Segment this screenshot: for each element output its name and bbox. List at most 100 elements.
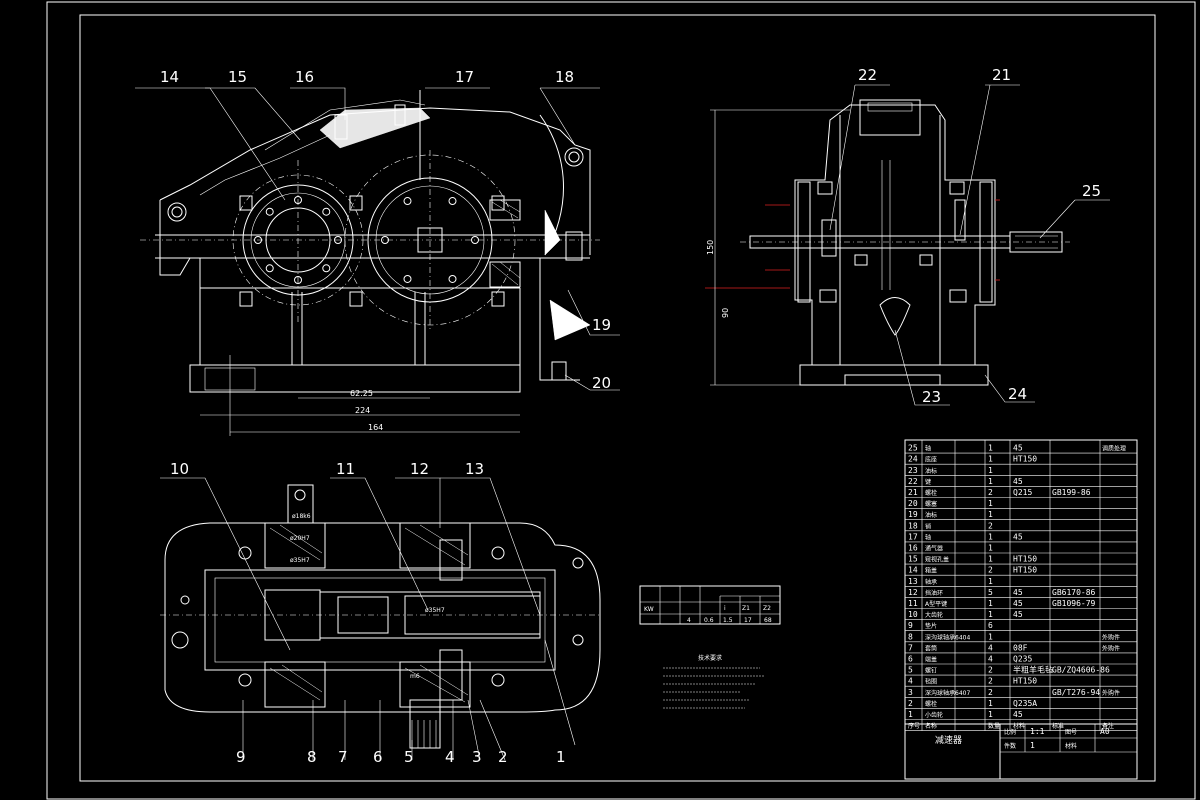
dim-62-25: 62.25 bbox=[350, 389, 373, 398]
part-17-no: 17 bbox=[908, 532, 918, 541]
part-11-name: A型平键 bbox=[925, 600, 947, 608]
callout-16: 16 bbox=[295, 68, 314, 86]
qty-value: 1 bbox=[1030, 741, 1035, 750]
drawing-no-label: 图号 bbox=[1065, 729, 1077, 736]
front-view: 62.25 224 164 14 15 16 17 18 19 20 bbox=[135, 68, 620, 436]
part-4-mat: HT150 bbox=[1013, 677, 1037, 686]
part-3-no: 3 bbox=[908, 688, 913, 697]
dim-224: 224 bbox=[355, 406, 370, 415]
callout-1: 1 bbox=[556, 748, 566, 766]
part-2-name: 螺栓 bbox=[925, 700, 937, 708]
part-3-std: GB/T276-94 bbox=[1052, 688, 1100, 697]
part-20-name: 螺塞 bbox=[925, 500, 937, 508]
callout-6: 6 bbox=[373, 748, 383, 766]
callout-21: 21 bbox=[992, 66, 1011, 84]
parts-header-no: 序号 bbox=[908, 722, 920, 730]
part-11-no: 11 bbox=[908, 599, 918, 608]
sheet-size: A0 bbox=[1100, 727, 1110, 736]
callout-11: 11 bbox=[336, 460, 355, 478]
callout-12: 12 bbox=[410, 460, 429, 478]
part-22-mat: 45 bbox=[1013, 477, 1023, 486]
callout-9: 9 bbox=[236, 748, 246, 766]
spec-v2: 0.6 bbox=[704, 617, 714, 624]
part-5-qty: 2 bbox=[988, 666, 993, 675]
part-2-no: 2 bbox=[908, 699, 913, 708]
part-14-mat: HT150 bbox=[1013, 566, 1037, 575]
part-15-mat: HT150 bbox=[1013, 555, 1037, 564]
part-22-no: 22 bbox=[908, 477, 918, 486]
gear-bolt-hole bbox=[322, 207, 331, 216]
part-4-qty: 2 bbox=[988, 677, 993, 686]
part-17-qty: 1 bbox=[988, 532, 993, 541]
gear-bolt-hole bbox=[265, 207, 274, 216]
fit-2: ø20H7 bbox=[290, 535, 310, 542]
part-23-name: 油标 bbox=[925, 467, 937, 475]
callout-8: 8 bbox=[307, 748, 317, 766]
part-13-name: 轴承 bbox=[925, 578, 937, 586]
part-11-qty: 1 bbox=[988, 599, 993, 608]
part-21-no: 21 bbox=[908, 488, 918, 497]
part-5-no: 5 bbox=[908, 666, 913, 675]
part-16-name: 通气器 bbox=[925, 545, 943, 553]
spec-v4: 17 bbox=[744, 617, 752, 624]
part-23-qty: 1 bbox=[988, 466, 993, 475]
part-8-name: 深沟球轴承6404 bbox=[925, 633, 970, 641]
spec-h-z1: Z1 bbox=[742, 605, 750, 612]
scale-label: 比例 bbox=[1004, 728, 1016, 736]
part-2-qty: 1 bbox=[988, 699, 993, 708]
part-20-qty: 1 bbox=[988, 499, 993, 508]
gear-bolt-hole bbox=[294, 276, 302, 284]
parts-header-qty: 数量 bbox=[988, 722, 1000, 730]
spec-table: i Z1 Z2 KW 4 0.6 1.5 17 68 bbox=[639, 585, 781, 625]
callout-10: 10 bbox=[170, 460, 189, 478]
part-10-mat: 45 bbox=[1013, 610, 1023, 619]
scale-value: 1:1 bbox=[1030, 727, 1045, 736]
part-12-qty: 5 bbox=[988, 588, 993, 597]
part-18-no: 18 bbox=[908, 521, 918, 530]
part-17-mat: 45 bbox=[1013, 532, 1023, 541]
fit-1: ø18k6 bbox=[292, 513, 311, 520]
part-21-std: GB199-86 bbox=[1052, 488, 1091, 497]
dim-150: 150 bbox=[706, 240, 715, 255]
part-24-mat: HT150 bbox=[1013, 455, 1037, 464]
part-7-note: 外购件 bbox=[1102, 644, 1120, 652]
part-25-qty: 1 bbox=[988, 444, 993, 453]
part-25-no: 25 bbox=[908, 444, 918, 453]
part-7-no: 7 bbox=[908, 643, 913, 652]
part-1-no: 1 bbox=[908, 710, 913, 719]
part-12-no: 12 bbox=[908, 588, 918, 597]
part-9-no: 9 bbox=[908, 621, 913, 630]
gear-bolt-hole bbox=[448, 274, 457, 283]
gear-bolt-hole bbox=[265, 264, 274, 273]
part-24-name: 底座 bbox=[925, 456, 937, 464]
part-21-mat: Q215 bbox=[1013, 488, 1032, 497]
gear-bolt-hole bbox=[322, 264, 331, 273]
fit-3: ø35H7 bbox=[290, 557, 310, 564]
callout-22: 22 bbox=[858, 66, 877, 84]
parts-header-std: 标准 bbox=[1052, 722, 1064, 730]
part-14-name: 箱盖 bbox=[925, 567, 937, 575]
part-15-no: 15 bbox=[908, 555, 918, 564]
dim-164: 164 bbox=[368, 423, 383, 432]
qty-label: 件数 bbox=[1004, 742, 1016, 750]
callout-17: 17 bbox=[455, 68, 474, 86]
side-view: 150 90 22 21 25 23 24 bbox=[705, 66, 1110, 406]
part-8-note: 外购件 bbox=[1102, 633, 1120, 641]
parts-header-name: 名称 bbox=[925, 722, 937, 730]
part-14-no: 14 bbox=[908, 566, 918, 575]
part-19-name: 油标 bbox=[925, 511, 937, 519]
part-9-qty: 6 bbox=[988, 621, 993, 630]
callout-4: 4 bbox=[445, 748, 455, 766]
part-6-name: 端盖 bbox=[925, 656, 937, 664]
part-12-mat: 45 bbox=[1013, 588, 1023, 597]
part-16-qty: 1 bbox=[988, 544, 993, 553]
callout-2: 2 bbox=[498, 748, 508, 766]
part-10-no: 10 bbox=[908, 610, 918, 619]
part-2-mat: Q235A bbox=[1013, 699, 1037, 708]
part-17-name: 轴 bbox=[925, 533, 931, 541]
part-3-note: 外购件 bbox=[1102, 689, 1120, 697]
part-5-mat: 半粗羊毛毡 bbox=[1013, 665, 1053, 675]
part-22-qty: 1 bbox=[988, 477, 993, 486]
